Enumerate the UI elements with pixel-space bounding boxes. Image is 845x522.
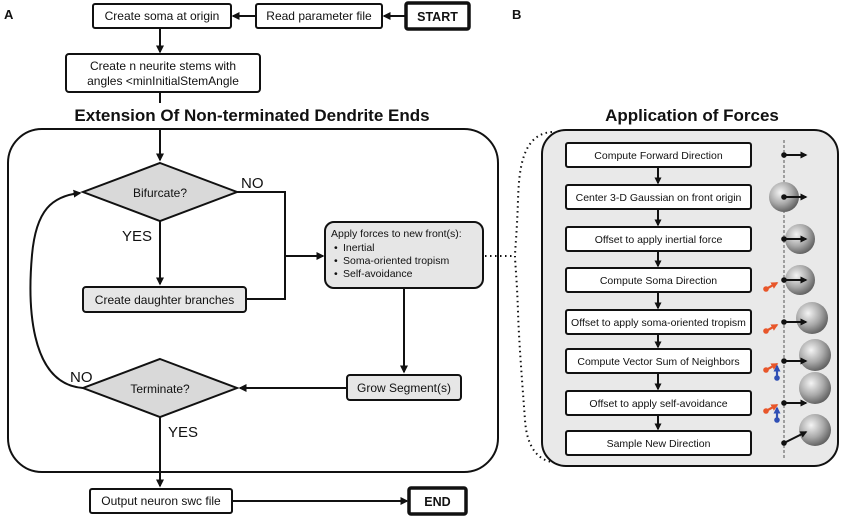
step-compute-forward: Compute Forward Direction xyxy=(565,142,752,168)
step-offset-inertial: Offset to apply inertial force xyxy=(565,226,752,252)
read-parameter-label: Read parameter file xyxy=(266,9,372,23)
yes-bottom-label: YES xyxy=(168,424,198,441)
read-parameter-box: Read parameter file xyxy=(255,3,383,29)
create-stems-line1: Create n neurite stems with xyxy=(90,59,236,73)
step-label-4: Compute Soma Direction xyxy=(600,275,717,287)
illustration-vector-sum xyxy=(763,339,831,381)
step-compute-soma: Compute Soma Direction xyxy=(565,267,752,293)
create-daughter-box: Create daughter branches xyxy=(82,286,247,313)
create-daughter-label: Create daughter branches xyxy=(95,293,234,307)
apply-forces-box: Apply forces to new front(s): • Inertial… xyxy=(324,221,484,289)
step-label-3: Offset to apply inertial force xyxy=(595,234,723,246)
apply-forces-title: Apply forces to new front(s): xyxy=(331,228,462,240)
illustration-forward-direction xyxy=(781,151,808,159)
bifurcate-no-path xyxy=(237,191,286,256)
illustration-soma-direction xyxy=(763,265,815,295)
illustration-avoidance-offset xyxy=(763,372,831,423)
create-stems-line2: angles <minInitialStemAngle xyxy=(87,74,239,88)
yes-top-label: YES xyxy=(122,228,152,245)
step-offset-avoidance: Offset to apply self-avoidance xyxy=(565,390,752,416)
create-soma-box: Create soma at origin xyxy=(92,3,232,29)
illustration-soma-offset xyxy=(763,302,828,334)
grow-segment-box: Grow Segment(s) xyxy=(346,374,462,401)
step-label-5: Offset to apply soma-oriented tropism xyxy=(571,317,746,329)
terminate-label: Terminate? xyxy=(130,382,190,396)
create-stems-box: Create n neurite stems with angles <minI… xyxy=(65,53,261,93)
no-top-label: NO xyxy=(241,175,264,192)
apply-forces-bullet-2: • xyxy=(334,255,338,267)
panel-b-label: B xyxy=(512,7,521,22)
output-label: Output neuron swc file xyxy=(101,494,221,508)
step-label-1: Compute Forward Direction xyxy=(594,150,723,162)
extension-loop-container xyxy=(7,128,499,473)
start-label: START xyxy=(417,10,458,24)
step-sample-direction: Sample New Direction xyxy=(565,430,752,456)
step-center-gaussian: Center 3-D Gaussian on front origin xyxy=(565,184,752,210)
output-box: Output neuron swc file xyxy=(89,488,233,514)
panel-b-title: Application of Forces xyxy=(605,106,779,125)
step-label-6: Compute Vector Sum of Neighbors xyxy=(577,356,739,368)
bifurcate-label: Bifurcate? xyxy=(133,186,187,200)
illustration-inertial-offset xyxy=(781,224,815,254)
step-vector-sum: Compute Vector Sum of Neighbors xyxy=(565,348,752,374)
terminate-decision: Terminate? xyxy=(80,357,240,419)
bifurcate-decision: Bifurcate? xyxy=(80,161,240,223)
daughter-to-junction-path xyxy=(246,256,286,300)
apply-forces-item-inertial: Inertial xyxy=(343,242,375,254)
illustration-sample-direction xyxy=(781,414,831,446)
apply-forces-bullet-1: • xyxy=(334,242,338,254)
start-terminal: START xyxy=(404,1,471,31)
step-label-8: Sample New Direction xyxy=(607,438,711,450)
illustration-gaussian-center xyxy=(769,182,808,212)
apply-forces-item-self-avoidance: Self-avoidance xyxy=(343,268,413,280)
create-soma-label: Create soma at origin xyxy=(105,9,220,23)
step-offset-soma: Offset to apply soma-oriented tropism xyxy=(565,309,752,335)
end-terminal: END xyxy=(407,486,468,516)
loop-back-arrow xyxy=(29,189,84,389)
no-bottom-label: NO xyxy=(70,369,93,386)
step-label-2: Center 3-D Gaussian on front origin xyxy=(576,192,742,204)
forces-panel xyxy=(541,129,839,467)
grow-segment-label: Grow Segment(s) xyxy=(357,381,451,395)
apply-forces-item-soma-tropism: Soma-oriented tropism xyxy=(343,255,449,267)
step-label-7: Offset to apply self-avoidance xyxy=(589,398,727,410)
apply-forces-bullet-3: • xyxy=(334,268,338,280)
panel-a-label: A xyxy=(4,7,14,22)
section-title: Extension Of Non-terminated Dendrite End… xyxy=(74,106,429,125)
end-label: END xyxy=(424,495,450,509)
